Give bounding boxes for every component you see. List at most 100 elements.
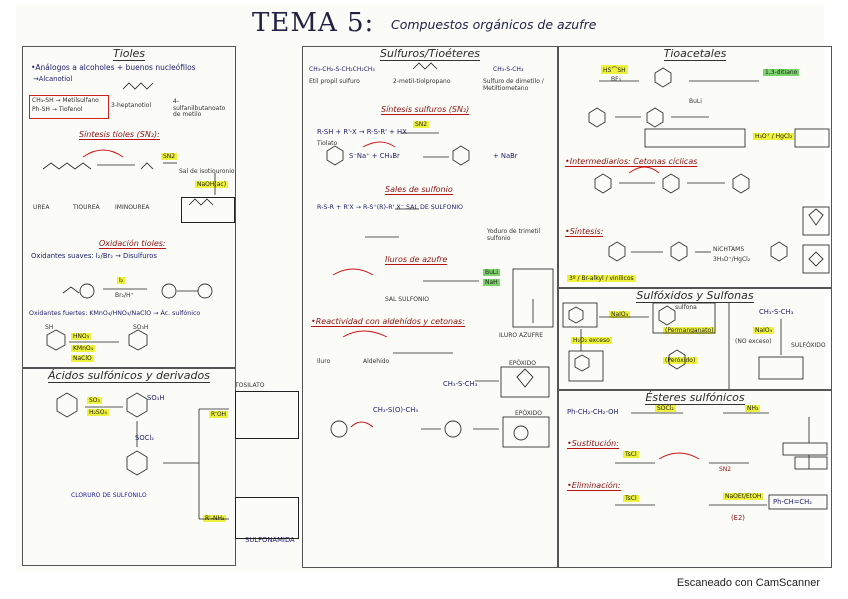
sulfuros-iluro-azufre: ILURO AZUFRE [499, 332, 544, 339]
example-box [29, 95, 109, 119]
sulfoxidos-h2o2-label: H₂O₂ exceso [571, 337, 612, 344]
tioles-analogos: •Análogos a alcoholes + buenos nucleófil… [31, 63, 196, 72]
esteres-sustitucion: •Sustitución: [567, 439, 619, 449]
panel-esteres: Ésteres sulfónicos Ph-CH₂-CH₂-OH SOCl₂ N… [558, 390, 832, 568]
tioles-alcanotiol: →Alcanotiol [33, 75, 73, 83]
acidos-rnh2-label: R'-NH₂ [203, 515, 227, 522]
panel-tioacetales: Tioacetales HS⌒SH BF₃ 1,3-ditiano BuLi H… [558, 46, 832, 288]
tioles-i2-label: I₂ [117, 277, 126, 284]
esteres-eq1: Ph-CH₂-CH₂-OH [567, 408, 619, 416]
tioles-br2-label: Br₂/H⁺ [115, 292, 134, 299]
esteres-socl2-label: SOCl₂ [655, 405, 676, 412]
acidos-drawings [56, 392, 229, 520]
sulfoxidos-naio4-label: NaIO₄ [609, 311, 631, 318]
sulfoxidos-sulfona: sulfona [675, 304, 697, 311]
sulfuros-eq1: R-SH + R'-X → R-S-R' + HX [317, 128, 407, 136]
esteres-drawings [615, 412, 828, 510]
acidos-so3-label: SO₃ [87, 397, 102, 404]
tioles-iminourea: IMINOUREA [115, 204, 150, 211]
page-title: TEMA 5: [252, 8, 375, 38]
esteres-nh3-label: NH₃ [745, 405, 761, 412]
sulfuros-dms: CH₃-S-CH₃ [443, 380, 478, 388]
esteres-title: Ésteres sulfónicos [645, 391, 745, 405]
sulfuros-sales-header: Sales de sulfonio [385, 185, 453, 195]
tioles-product-box [181, 197, 235, 223]
sulfuros-drawings [326, 62, 554, 448]
tosilato-box [235, 391, 299, 439]
sulfuros-aldehido-label: Aldehído [363, 358, 390, 365]
sulfuros-yoduro: Yoduro de trimetil sulfonio [487, 228, 541, 242]
sulfuros-epoxido-label-2: EPÓXIDO [515, 410, 542, 417]
tioles-sh-label: SH [45, 324, 54, 331]
tioles-naoh-label: NaOH(ac) [195, 181, 229, 188]
sulfuros-dmso: CH₃-S(O)-CH₃ [373, 406, 419, 414]
sulfuros-ex2-name: 2-metil-tiolpropano [393, 78, 451, 85]
esteres-naoet-label: NaOEt/EtOH [723, 493, 764, 500]
panel-acidos-sulfonicos: Ácidos sulfónicos y derivados SO₃ H₂SO₄ … [22, 368, 299, 566]
sulfuros-buli-label: BuLi [483, 269, 500, 276]
sulfuros-tiolato: Tiolato [317, 140, 338, 147]
notes-sheet: TEMA 5: Compuestos orgánicos de azufre T… [16, 4, 832, 572]
tioles-ox-suaves: Oxidantes suaves: I₂/Br₂ → Disulfuros [31, 252, 157, 260]
tioacetales-hs-sh-label: HS⌒SH [601, 65, 628, 74]
sulfuros-sintesis-header: Síntesis sulfuros (SN₂) [381, 105, 470, 115]
sulfuros-sal-sulfonio: SAL SULFONIO [385, 296, 429, 303]
tioacetales-nota: 3º / Br-alkyl / vinílicos [567, 275, 636, 282]
sulfuros-eq-phs: S⁻Na⁺ + CH₃Br [349, 152, 400, 160]
tioles-so3h-label: SO₃H [133, 324, 149, 331]
tioles-hno3-label: HNO₃ [71, 333, 92, 340]
sulfoxidos-sulfoxido: SULFÓXIDO [791, 342, 826, 349]
panel-sulfoxidos: Sulfóxidos y Sulfonas NaIO₄ sulfona H₂O₂… [558, 288, 832, 390]
sulfuros-ex1: CH₃-CH₂-S-CH₂CH₂CH₃ [309, 66, 375, 73]
sulfuros-ex3-name: Sulfuro de dimetilo / Metiltiometano [483, 78, 544, 92]
tioles-heptanotiol: 3-heptanotiol [111, 102, 152, 109]
tioles-ch3sh: CH₃-SH → Metilsulfano [32, 97, 99, 104]
esteres-eliminacion: •Eliminación: [567, 481, 621, 491]
tioles-title: Tioles [112, 47, 146, 61]
esteres-sn2-label: SN2 [719, 466, 732, 473]
tioles-ox-fuertes: Oxidantes fuertes: KMnO₄/HNO₃/NaClO → Ác… [29, 310, 201, 317]
sulfuros-sn2-label: SN2 [413, 121, 430, 128]
esteres-tscl-label-2: TsCl [623, 495, 639, 502]
tioles-phsh: Ph-SH → Tiofenol [32, 106, 83, 113]
tioles-naclo-label: NaClO [71, 355, 94, 362]
tioacetales-hgcl-label: H₃O⁺ / HgCl₂ [753, 133, 795, 140]
tioacetales-drawings [588, 67, 830, 274]
tioles-sintesis-header: Síntesis tioles (SN₂): [79, 130, 160, 140]
esteres-product: Ph-CH=CH₂ [773, 498, 812, 506]
scanner-footer: Escaneado con CamScanner [676, 577, 820, 589]
sulfuros-title: Sulfuros/Tioéteres [380, 47, 480, 61]
acidos-sulfonamida: SULFONAMIDA [245, 536, 295, 544]
tioacetales-ditiano: 1,3-ditiano [763, 69, 800, 76]
tioacetales-sintesis-header: •Síntesis: [565, 227, 604, 237]
acidos-so3h: SO₃H [147, 394, 165, 402]
acidos-cloruro: CLORURO DE SULFONILO [71, 492, 147, 499]
acidos-tosilato: TOSILATO [235, 382, 265, 389]
page-subtitle: Compuestos orgánicos de azufre [391, 17, 597, 32]
sulfuros-ex1-name: Etil propil sulfuro [309, 78, 360, 85]
sulfonamida-box [235, 497, 299, 539]
tioacetales-h3o: 3H₃O⁺/HgCl₂ [713, 256, 751, 263]
sulfoxidos-no-exceso: (NO exceso) [735, 338, 772, 345]
tioles-kmno4-label: KMnO₄ [71, 345, 96, 352]
sulfuros-ex3: CH₃-S-CH₃ [493, 66, 524, 73]
tioles-tiourea: TIOUREA [73, 204, 100, 211]
acidos-title: Ácidos sulfónicos y derivados [48, 369, 210, 383]
panel-tioles: Tioles •Análogos a alcoholes + buenos nu… [22, 46, 236, 368]
tioacetales-buli-label: BuLi [689, 98, 702, 105]
tioles-oxidacion-header: Oxidación tioles: [99, 239, 166, 249]
tioles-drawings [42, 82, 216, 351]
tioacetales-bf3-label: BF₃ [611, 76, 621, 83]
acidos-roh-label: R'OH [209, 411, 229, 418]
sulfuros-eq2: R-S-R + R'X → R-S⁺(R)-R' X⁻ SAL DE SULFO… [317, 204, 464, 211]
acidos-socl2: SOCl₂ [135, 434, 155, 442]
sulfoxidos-drawings [562, 302, 804, 389]
esteres-e2-label: (E2) [731, 514, 745, 522]
tioacetales-title: Tioacetales [663, 47, 727, 61]
tioles-urea: UREA [33, 204, 50, 211]
panel-sulfuros: Sulfuros/Tioéteres CH₃-CH₂-S-CH₂CH₂CH₃ E… [302, 46, 558, 568]
tioles-metilbutanoato: 4-sulfanilbutanoato de metilo [173, 98, 226, 119]
sulfoxidos-dms: CH₃-S-CH₃ [759, 308, 794, 316]
tioles-sal-isotiouronio: Sal de isotiouronio [179, 168, 235, 175]
acidos-h2so4-label: H₂SO₄ [87, 409, 109, 416]
